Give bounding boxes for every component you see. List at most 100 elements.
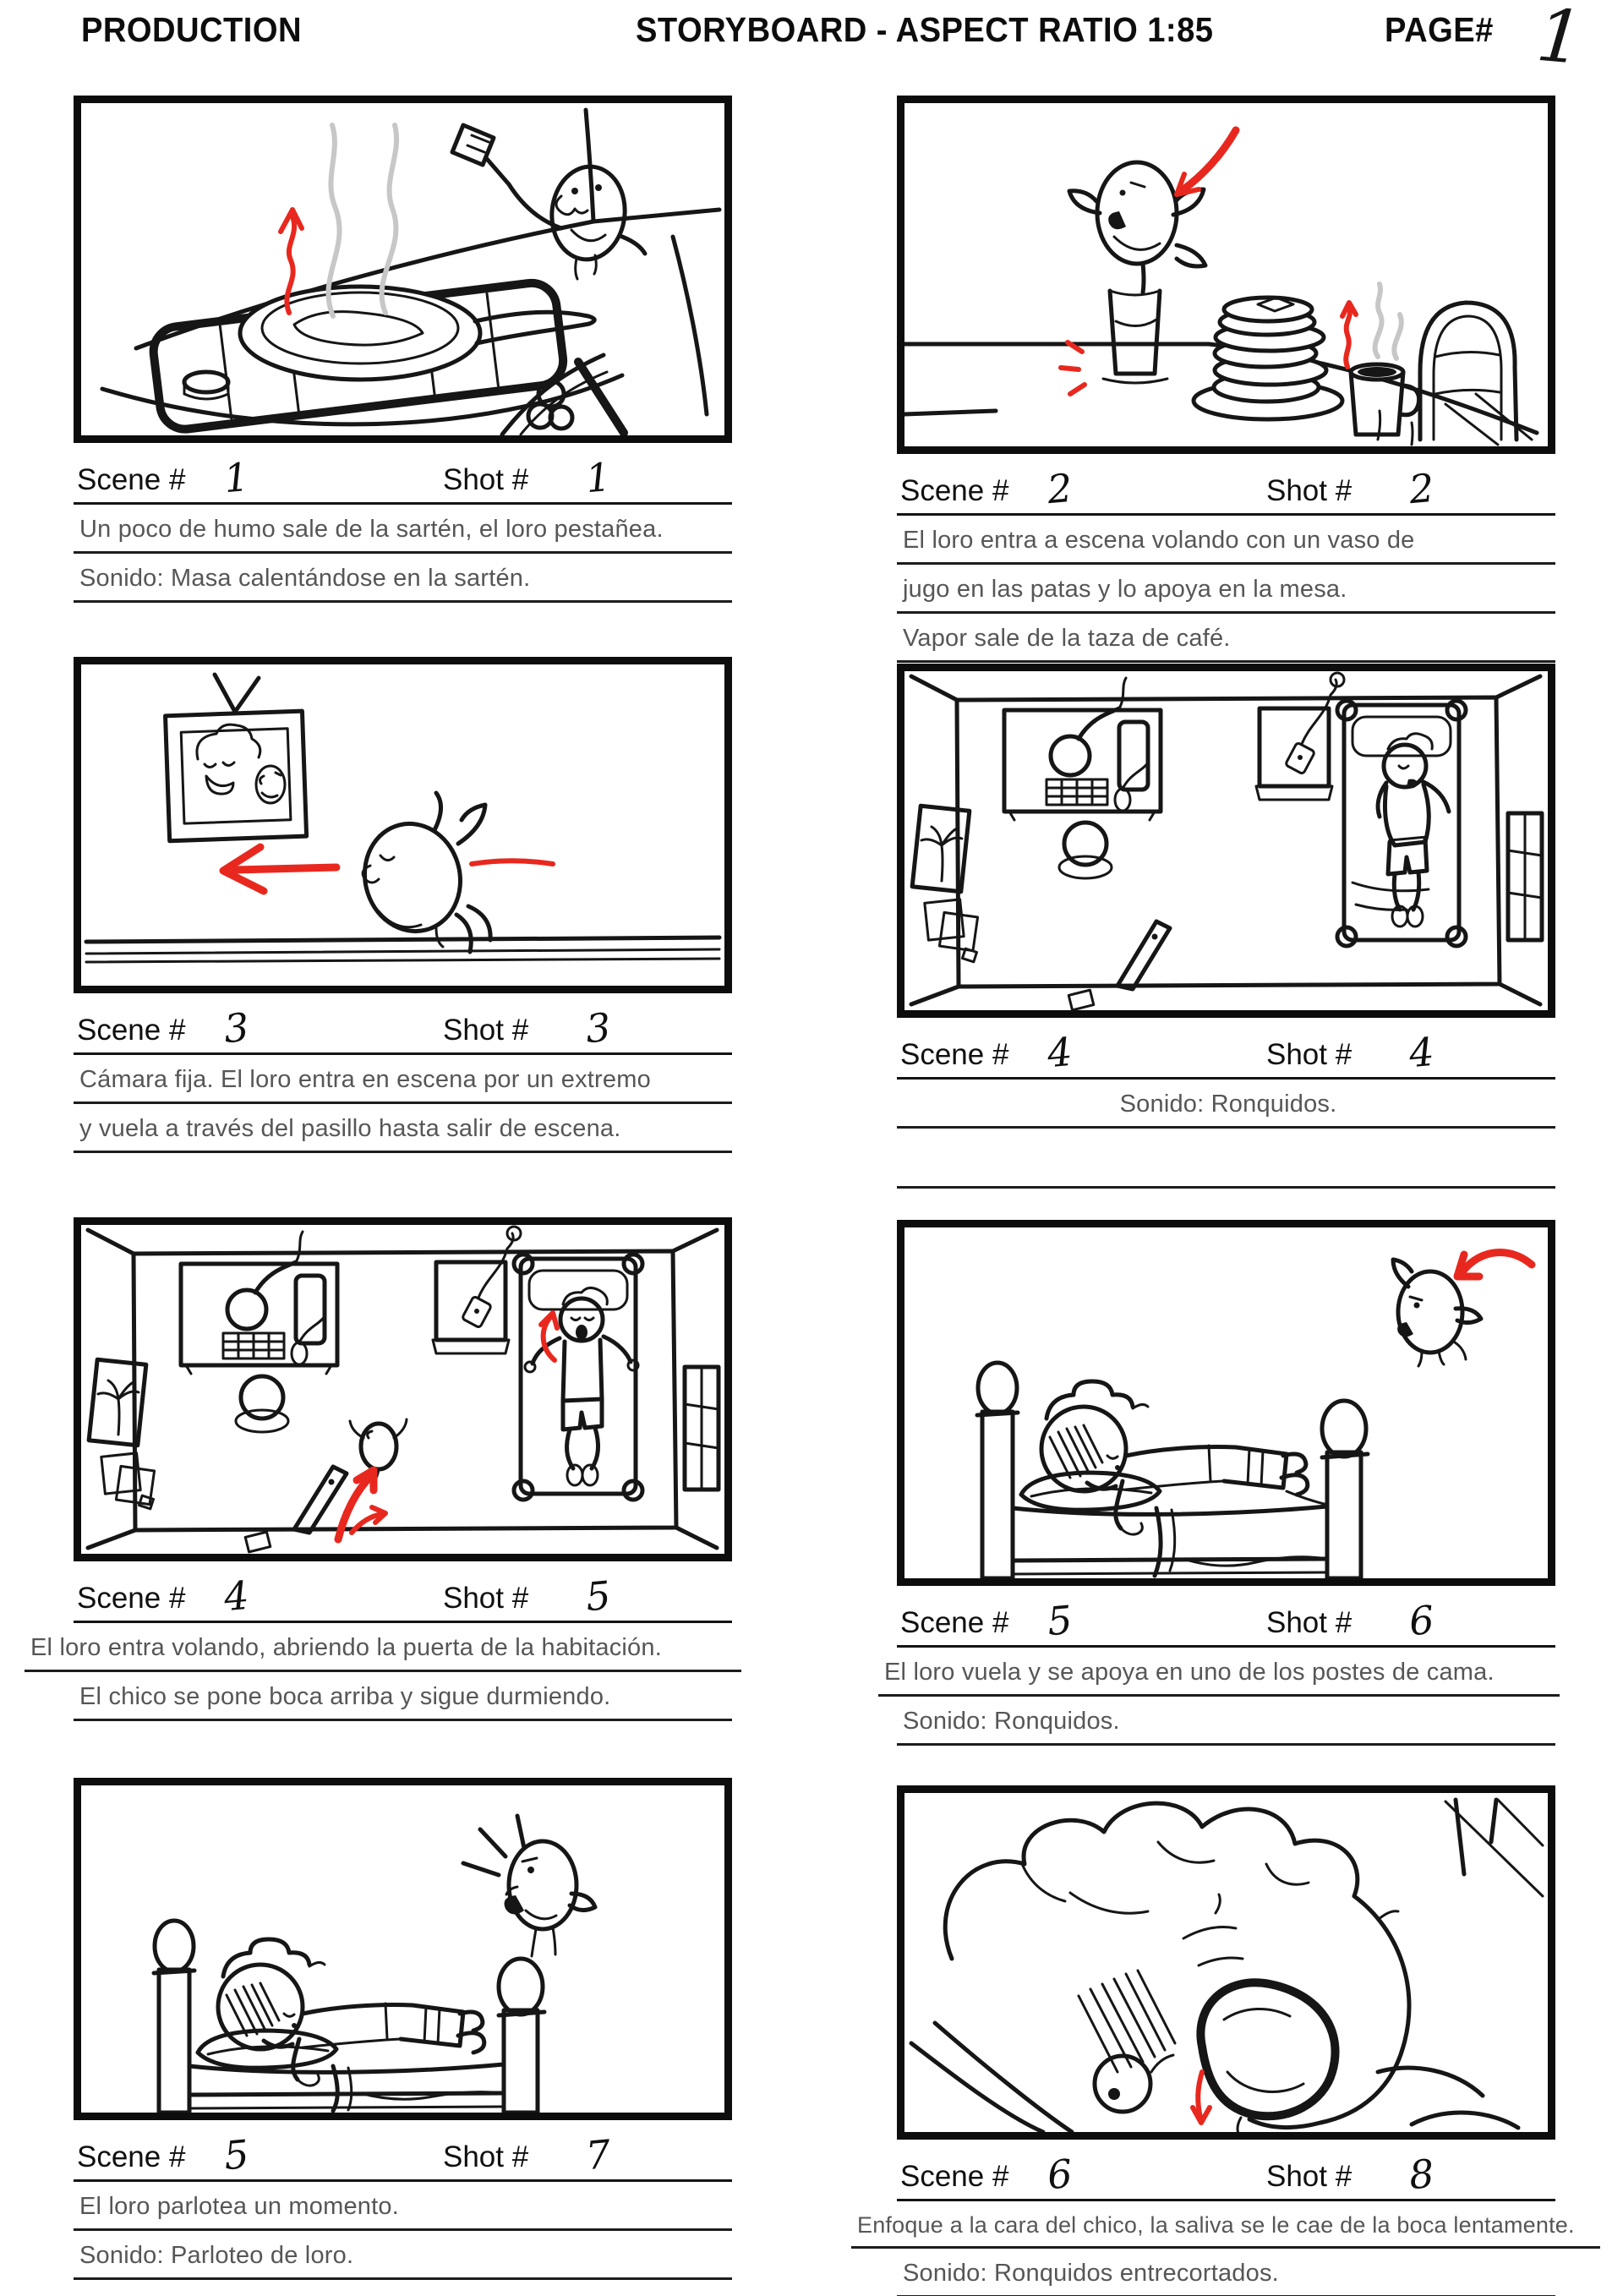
panel-3-caption: Scene # 3 Shot # 3 Cámara fija. El loro … [74, 1003, 732, 1153]
panel-4-sound-line: Sonido: Ronquidos. [897, 1089, 1555, 1129]
shot-number: 3 [583, 1003, 613, 1052]
panel-7-sound-line: Sonido: Parloteo de loro. [74, 2240, 732, 2280]
panel-7-frame [74, 1778, 732, 2120]
panel-7-scene-shot-row: Scene # 5 Shot # 7 [74, 2130, 732, 2182]
red-arrow-left [219, 843, 555, 895]
panel-1-scene-shot-row: Scene # 1 Shot # 1 [74, 453, 732, 505]
bird-with-spatula [450, 123, 648, 281]
panel-7-description-line: El loro parlotea un momento. [74, 2191, 732, 2231]
scene-label: Scene # [77, 2140, 186, 2173]
red-arrow-door [334, 1466, 388, 1544]
panel-2-scene-shot-row: Scene # 2 Shot # 2 [897, 464, 1555, 516]
door-open [137, 1464, 349, 1554]
bed-side-view [975, 1360, 1370, 1578]
page-number-label: PAGE# [1385, 10, 1494, 49]
scene-number: 4 [221, 1572, 251, 1621]
shot-number: 7 [583, 2130, 613, 2179]
shot-number: 2 [1407, 464, 1436, 513]
scene-number: 6 [1045, 2150, 1074, 2199]
bird-landing [1391, 1257, 1484, 1368]
shot-number: 8 [1407, 2150, 1436, 2199]
framed-photo [163, 672, 309, 844]
shot-label: Shot # [443, 463, 529, 496]
bird-flying [1067, 160, 1208, 295]
scene-label: Scene # [900, 2160, 1009, 2193]
panel-5-scene-shot-row: Scene # 4 Shot # 5 [74, 1572, 732, 1623]
panel-6-frame [897, 1220, 1555, 1586]
panel-2-frame [897, 96, 1555, 454]
panel-8-description-line: Enfoque a la cara del chico, la saliva s… [851, 2211, 1600, 2249]
panel-8-scene-shot-row: Scene # 6 Shot # 8 [897, 2151, 1555, 2201]
shot-number: 6 [1407, 1596, 1436, 1645]
window [682, 1364, 721, 1492]
shot-label: Shot # [443, 2140, 529, 2173]
nightstand [431, 1225, 522, 1355]
panel-4-empty-line [897, 1138, 1555, 1189]
storyboard-panel-8: Scene # 6 Shot # 8 Enfoque a la cara del… [851, 1785, 1600, 2296]
shot-label: Shot # [1266, 474, 1352, 507]
poster-and-papers [910, 803, 980, 953]
scene-label: Scene # [900, 1038, 1009, 1071]
panel-4-sketch-bedroom-overhead [909, 671, 1544, 1010]
panel-3-scene-shot-row: Scene # 3 Shot # 3 [74, 1003, 732, 1055]
bird-flying [361, 790, 493, 954]
panel-1-caption: Scene # 1 Shot # 1 Un poco de humo sale … [74, 453, 732, 603]
panel-8-sound-line: Sonido: Ronquidos entrecortados. [897, 2258, 1555, 2296]
desk-area [178, 1230, 340, 1434]
red-arrow-bird [1453, 1249, 1536, 1281]
panel-8-caption: Scene # 6 Shot # 8 Enfoque a la cara del… [851, 2151, 1600, 2296]
panel-6-description-line: El loro vuela y se apoya en uno de los p… [878, 1657, 1560, 1697]
panel-2-sketch-breakfast-table [904, 126, 1539, 446]
handwritten-page-number: 1 [1533, 0, 1587, 82]
storyboard-panel-6: Scene # 5 Shot # 6 El loro vuela y se ap… [878, 1220, 1560, 1746]
panel-8-frame [897, 1785, 1555, 2140]
panel-1-sketch-stove-bird [100, 107, 722, 435]
storyboard-panel-2: Scene # 2 Shot # 2 El loro entra a escen… [897, 96, 1555, 663]
scene-label: Scene # [77, 463, 186, 496]
production-label: PRODUCTION [81, 10, 302, 49]
bird-overhead [348, 1418, 408, 1486]
panel-3-description-line: y vuela a través del pasillo hasta salir… [74, 1113, 732, 1153]
shot-label: Shot # [1266, 2160, 1352, 2193]
window [1506, 811, 1544, 943]
storyboard-panel-4: Scene # 4 Shot # 4 Sonido: Ronquidos. [897, 664, 1555, 1189]
sleeping-boy [216, 1937, 487, 2087]
panel-5-description-line: El loro entra volando, abriendo la puert… [25, 1632, 741, 1672]
red-arrow-boy [538, 1310, 560, 1363]
shot-number: 4 [1407, 1028, 1436, 1077]
panel-4-frame [897, 664, 1555, 1018]
poster-and-papers [86, 1357, 156, 1506]
scene-label: Scene # [900, 474, 1009, 507]
panel-1-description-line: Un poco de humo sale de la sartén, el lo… [74, 514, 732, 554]
bird-chattering [504, 1839, 598, 1958]
shot-label: Shot # [1266, 1038, 1352, 1071]
red-impact-marks [1058, 340, 1087, 396]
storyboard-panel-5: Scene # 4 Shot # 5 El loro entra volando… [25, 1217, 741, 1721]
panel-4-caption: Scene # 4 Shot # 4 Sonido: Ronquidos. [897, 1028, 1555, 1189]
scene-number: 3 [221, 1003, 251, 1052]
shot-label: Shot # [1266, 1606, 1352, 1639]
scene-number: 4 [1045, 1028, 1074, 1077]
panel-2-description-line: jugo en las patas y lo apoya en la mesa. [897, 574, 1555, 614]
scene-label: Scene # [900, 1606, 1009, 1639]
panel-6-sound-line: Sonido: Ronquidos. [897, 1706, 1555, 1746]
coffee-mug [1348, 282, 1422, 437]
panel-1-frame [74, 96, 732, 443]
pancake-stack [1191, 295, 1345, 422]
panel-8-sketch-face-closeup [909, 1797, 1544, 2132]
panel-3-description-line: Cámara fija. El loro entra en escena por… [74, 1064, 732, 1104]
storyboard-panel-3: Scene # 3 Shot # 3 Cámara fija. El loro … [74, 657, 732, 1153]
panel-6-sketch-bird-lands-bedpost [975, 1249, 1536, 1578]
panel-2-description-line: Vapor sale de la taza de café. [897, 623, 1555, 663]
panel-1-sound-line: Sonido: Masa calentándose en la sartén. [74, 563, 732, 603]
panel-6-caption: Scene # 5 Shot # 6 El loro vuela y se ap… [878, 1596, 1560, 1746]
panel-5-frame [74, 1217, 732, 1561]
shot-number: 5 [583, 1572, 613, 1621]
emphasis-lines [461, 1813, 527, 1878]
red-arrow-steam [1340, 300, 1358, 369]
panel-5-description-line: El chico se pone boca arriba y sigue dur… [74, 1681, 732, 1721]
panel-2-description-line: El loro entra a escena volando con un va… [897, 525, 1555, 565]
scene-number: 1 [221, 453, 251, 502]
red-arrow-drool [1190, 2069, 1212, 2125]
